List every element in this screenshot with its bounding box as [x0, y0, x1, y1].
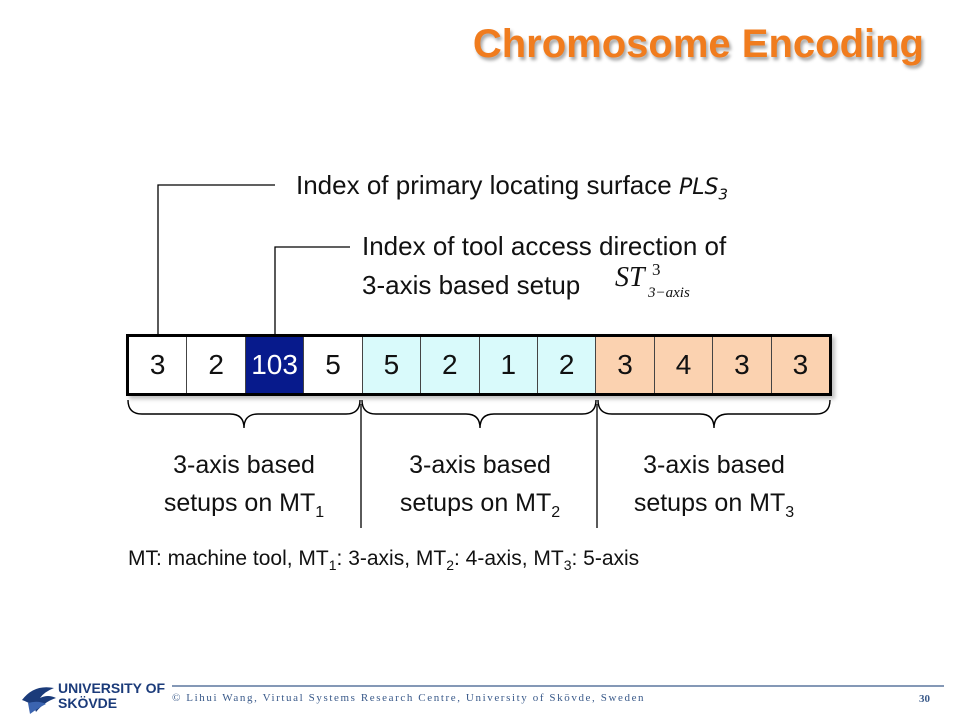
university-logo-icon: [22, 687, 56, 714]
tad-callout-line2: 3-axis based setup: [362, 270, 581, 300]
footer-copyright: © Lihui Wang, Virtual Systems Research C…: [172, 692, 646, 704]
gene-cell: 2: [187, 337, 246, 393]
gene-cell: 103: [245, 337, 305, 393]
st-subscript: 3−axis: [648, 285, 690, 301]
brace-mt2: [361, 399, 597, 429]
gene-cell: 3: [771, 337, 830, 393]
segment-label-mt3: 3-axis based setups on MT3: [633, 451, 795, 521]
brace-mt3: [597, 399, 831, 429]
gene-cell: 3: [129, 337, 188, 393]
page-number: 30: [919, 693, 930, 705]
gene-cell: 1: [479, 337, 538, 393]
gene-cell: 5: [362, 337, 422, 393]
st-superscript: 3: [652, 260, 661, 279]
gene-cell: 2: [537, 337, 597, 393]
gene-cell: 4: [654, 337, 714, 393]
university-logo-text: UNIVERSITY OF SKÖVDE: [58, 680, 166, 711]
tad-connector: [274, 246, 350, 334]
gene-cell: 3: [596, 337, 655, 393]
machine-tool-legend: MT: machine tool, MT1: 3-axis, MT2: 4-ax…: [128, 547, 640, 574]
st-symbol: ST: [615, 262, 645, 293]
gene-cell: 3: [713, 337, 772, 393]
gene-cell: 5: [304, 337, 363, 393]
tad-callout-line1: Index of tool access direction of: [362, 231, 727, 261]
segment-label-mt2: 3-axis based setups on MT2: [399, 451, 561, 521]
pls-callout-text: Index of primary locating surface: [296, 170, 679, 200]
slide-title: Chromosome Encoding: [472, 22, 924, 66]
pls-symbol: PLS3: [678, 175, 729, 204]
pls-callout: Index of primary locating surface PLS3: [296, 170, 728, 203]
gene-cell: 2: [421, 337, 480, 393]
pls-connector: [157, 184, 275, 334]
segment-label-mt1: 3-axis based setups on MT1: [163, 451, 325, 521]
brace-mt1: [127, 399, 361, 429]
